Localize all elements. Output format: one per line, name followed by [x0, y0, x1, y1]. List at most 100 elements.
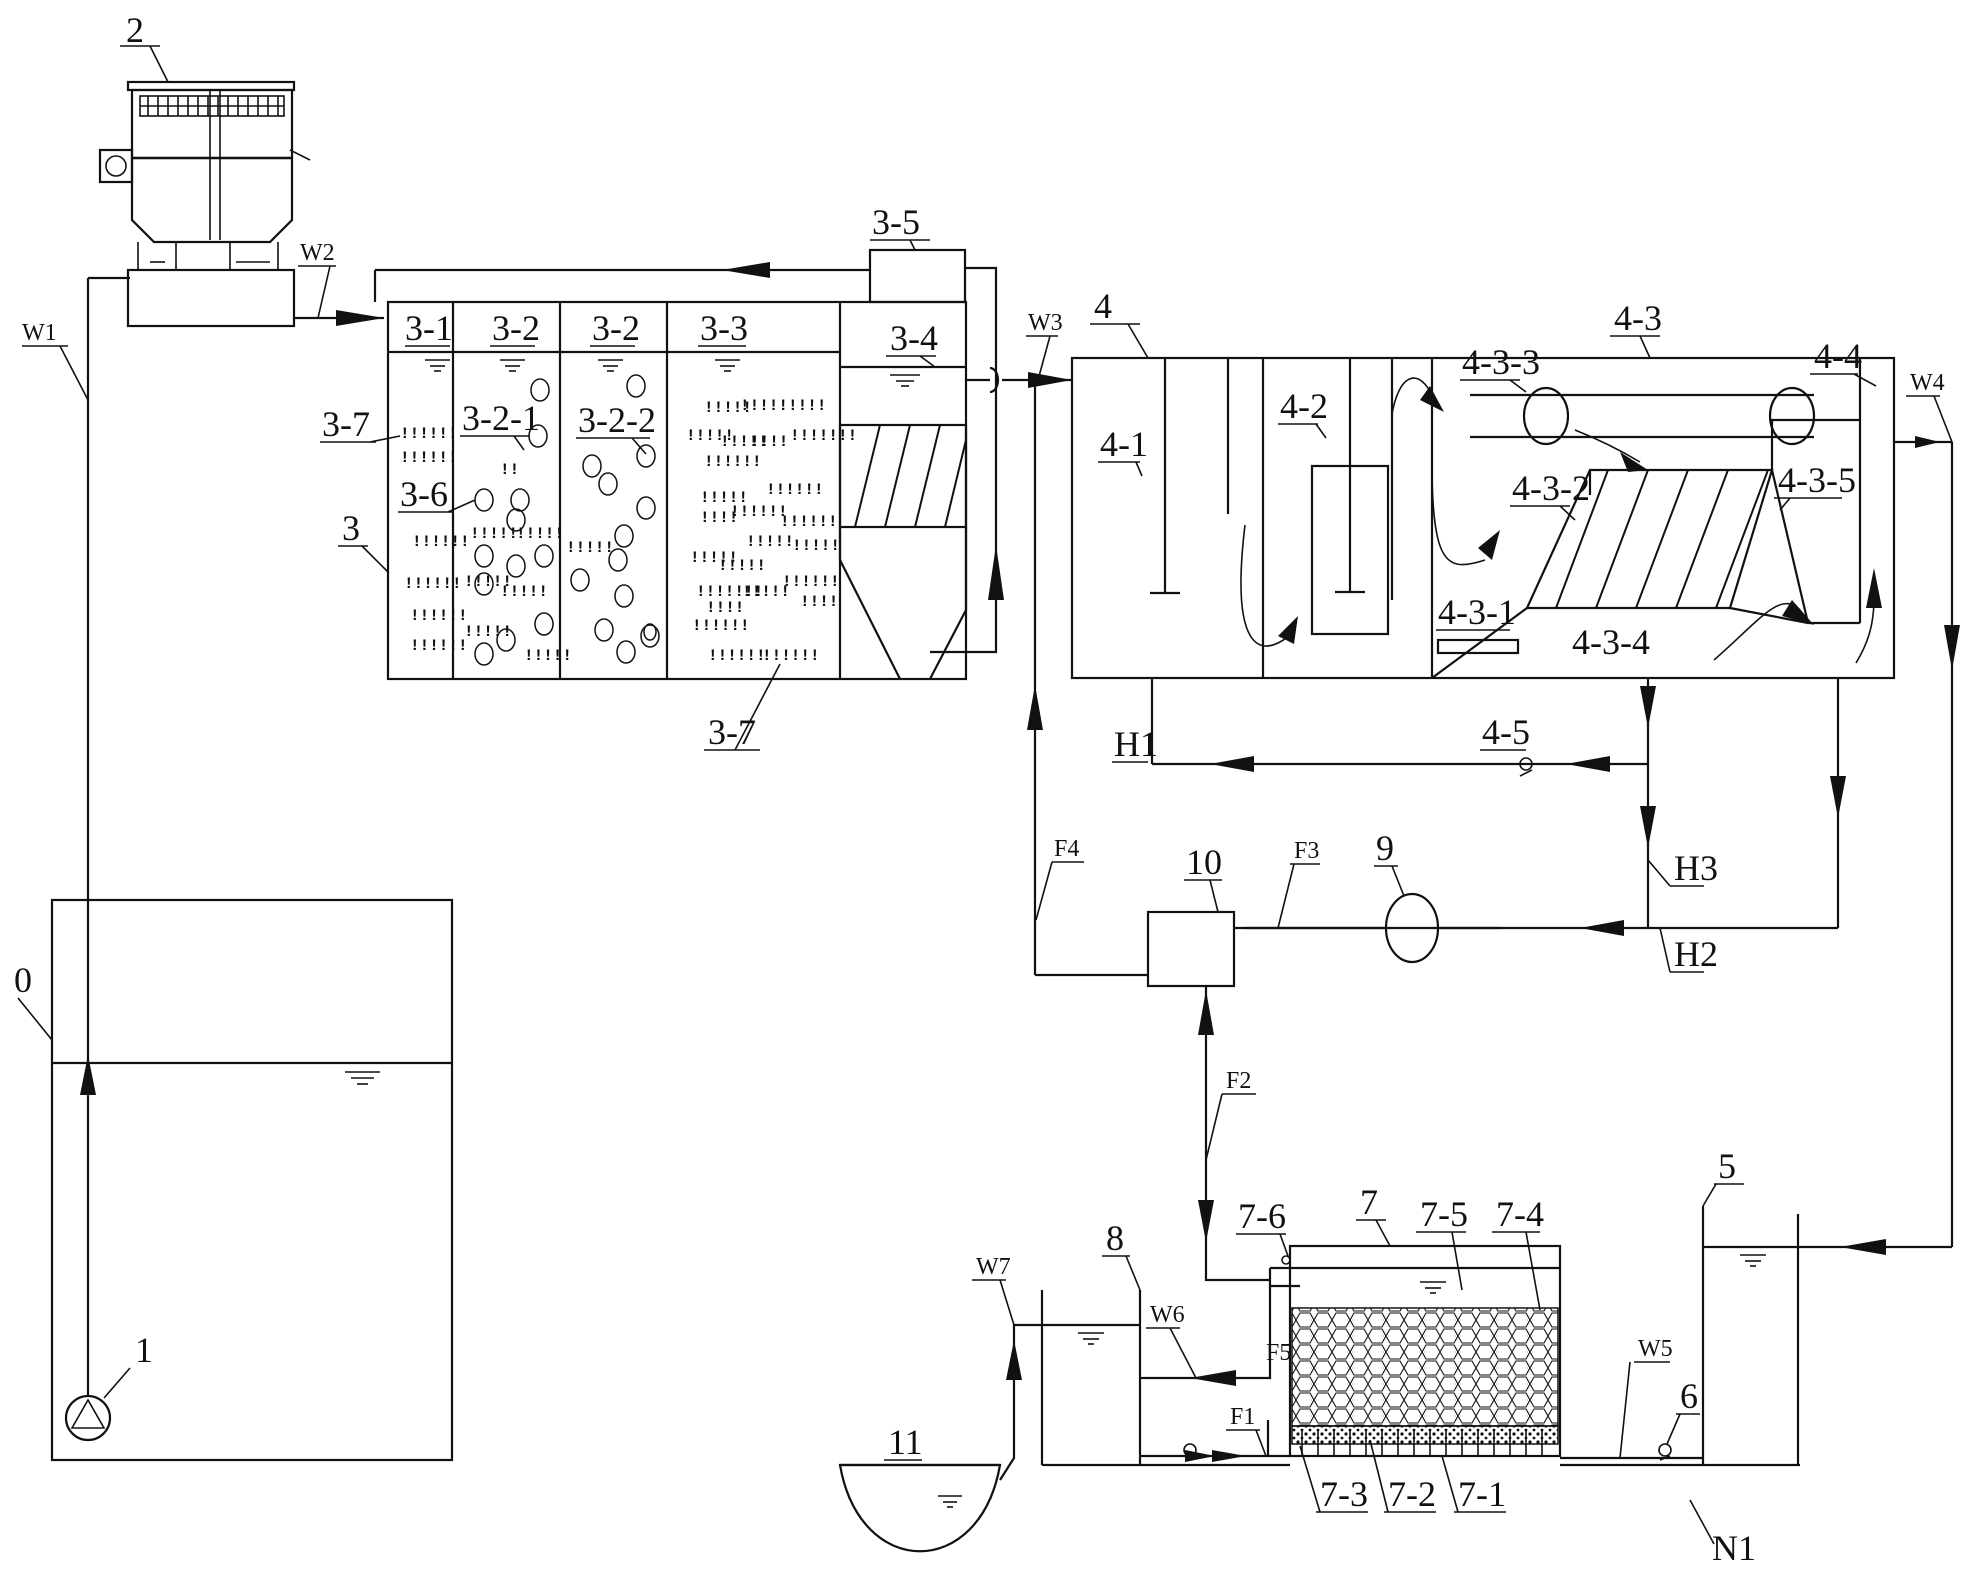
svg-text:!!!!!!: !!!!!!	[692, 617, 750, 635]
label-11: 11	[888, 1422, 923, 1462]
label-4-3: 4-3	[1614, 298, 1662, 338]
label-3-7a: 3-7	[322, 404, 370, 444]
water-level-symbol	[345, 1071, 380, 1085]
label-10: 10	[1186, 842, 1222, 882]
svg-text:!!!!!!: !!!!!!	[730, 503, 788, 521]
label-3-1: 3-1	[405, 308, 453, 348]
label-w1: W1	[22, 320, 57, 346]
svg-text:!!!!!: !!!!!	[470, 525, 518, 543]
label-4-2: 4-2	[1280, 386, 1328, 426]
pipe-w5	[1560, 1443, 1703, 1461]
label-3-2-1: 3-2-1	[462, 398, 540, 438]
label-3-2a: 3-2	[492, 308, 540, 348]
label-4: 4	[1094, 286, 1112, 326]
svg-text:!!!!!!: !!!!!!	[704, 453, 762, 471]
svg-text:!!!!!!: !!!!!!	[782, 573, 840, 591]
label-w2: W2	[300, 240, 335, 266]
tank-5	[1701, 1206, 1800, 1467]
label-7-4: 7-4	[1496, 1194, 1544, 1234]
label-group: 0 1 2 W1 W2 3-1 3-2 3-2 3-3 3-4 3-5 3	[14, 10, 1953, 1568]
svg-text:!!!!!: !!!!!	[718, 557, 766, 575]
pump-1	[64, 1394, 112, 1442]
label-f2: F2	[1226, 1068, 1251, 1094]
label-3: 3	[342, 508, 360, 548]
label-w7: W7	[976, 1254, 1011, 1280]
svg-text:!!!!!: !!!!!	[742, 583, 790, 601]
svg-text:!!!!!!!: !!!!!!!	[696, 583, 763, 601]
svg-text:!!!!!!: !!!!!!	[412, 533, 470, 551]
treatment-tank-4	[1070, 356, 1896, 680]
pipe-w4	[1798, 436, 1960, 1255]
pipe-w1	[80, 276, 130, 1396]
svg-text:!!!!!: !!!!!	[700, 489, 748, 507]
valve-f1	[1183, 1443, 1197, 1457]
label-4-4: 4-4	[1814, 336, 1862, 376]
collection-tank-0	[50, 898, 454, 1462]
tank4-flow-curves	[1240, 377, 1882, 664]
label-f5: F5	[1266, 1340, 1291, 1366]
svg-text:!!!!!!: !!!!!!	[410, 637, 468, 655]
svg-text:!!!!!: !!!!!	[704, 399, 752, 417]
label-3-2-2: 3-2-2	[578, 400, 656, 440]
svg-text:!!!!!: !!!!!	[566, 539, 614, 557]
tank3-media: !!!!!!!!!!!! !!!!!!!!!!!! !!!!!!!!!!!! !…	[400, 374, 857, 666]
label-3-7b: 3-7	[708, 712, 756, 752]
label-7-6: 7-6	[1238, 1196, 1286, 1236]
pond-11	[838, 1463, 1002, 1553]
label-f3: F3	[1294, 838, 1319, 864]
pipe-settler-outlet	[930, 266, 1072, 654]
label-w4: W4	[1910, 370, 1945, 396]
label-3-6: 3-6	[400, 474, 448, 514]
svg-text:!!!!!!!: !!!!!!!	[790, 427, 857, 445]
svg-text:!!!!!!!!!: !!!!!!!!!	[740, 397, 826, 415]
label-w3: W3	[1028, 310, 1063, 336]
label-4-3-1: 4-3-1	[1438, 592, 1516, 632]
label-4-5: 4-5	[1482, 712, 1530, 752]
label-3-3: 3-3	[700, 308, 748, 348]
label-7-5: 7-5	[1420, 1194, 1468, 1234]
svg-text:!!!!!!: !!!!!!	[404, 575, 462, 593]
label-f4: F4	[1054, 836, 1079, 862]
label-4-3-3: 4-3-3	[1462, 342, 1540, 382]
arrow-up	[80, 1055, 96, 1095]
svg-text:!!!!: !!!!	[700, 509, 738, 527]
svg-text:!!!!!: !!!!!	[516, 525, 564, 543]
label-8: 8	[1106, 1218, 1124, 1258]
svg-text:!!!!!: !!!!!	[746, 533, 794, 551]
pipe-f2	[1198, 986, 1270, 1282]
label-3-4: 3-4	[890, 318, 938, 358]
label-n1: N1	[1712, 1528, 1756, 1568]
svg-text:!!!!!: !!!!!	[500, 583, 548, 601]
label-f1: F1	[1230, 1404, 1255, 1430]
bio-tank-3	[386, 300, 968, 681]
label-w6: W6	[1150, 1302, 1185, 1328]
label-7-1: 7-1	[1458, 1474, 1506, 1514]
label-3-5: 3-5	[872, 202, 920, 242]
svg-text:!!!!!!: !!!!!!	[708, 647, 766, 665]
svg-text:!!: !!	[500, 461, 519, 479]
label-4-3-2: 4-3-2	[1512, 468, 1590, 508]
settler-3-4	[838, 365, 968, 680]
label-h3: H3	[1674, 848, 1718, 888]
label-3-2b: 3-2	[592, 308, 640, 348]
label-7: 7	[1360, 1182, 1378, 1222]
pipe-f1	[1140, 1420, 1290, 1462]
svg-text:!!!!!!: !!!!!!	[766, 481, 824, 499]
pipe-w7	[999, 1323, 1042, 1481]
svg-text:!!!!!: !!!!!	[720, 433, 768, 451]
label-4-3-4: 4-3-4	[1572, 622, 1650, 662]
svg-text:!!!!!!: !!!!!!	[410, 607, 468, 625]
svg-text:!!!!!: !!!!!	[464, 573, 512, 591]
valve-6	[1658, 1443, 1672, 1461]
svg-text:!!!!: !!!!	[800, 593, 838, 611]
label-h1: H1	[1114, 724, 1158, 764]
filter-7	[1268, 1244, 1562, 1458]
label-4-3-5: 4-3-5	[1778, 460, 1856, 500]
tank3-level-symbols	[425, 359, 740, 372]
label-h2: H2	[1674, 934, 1718, 974]
label-6: 6	[1680, 1376, 1698, 1416]
pipe-w6-f5	[1140, 1286, 1272, 1386]
valve-4-5	[1519, 757, 1533, 777]
label-1: 1	[135, 1330, 153, 1370]
